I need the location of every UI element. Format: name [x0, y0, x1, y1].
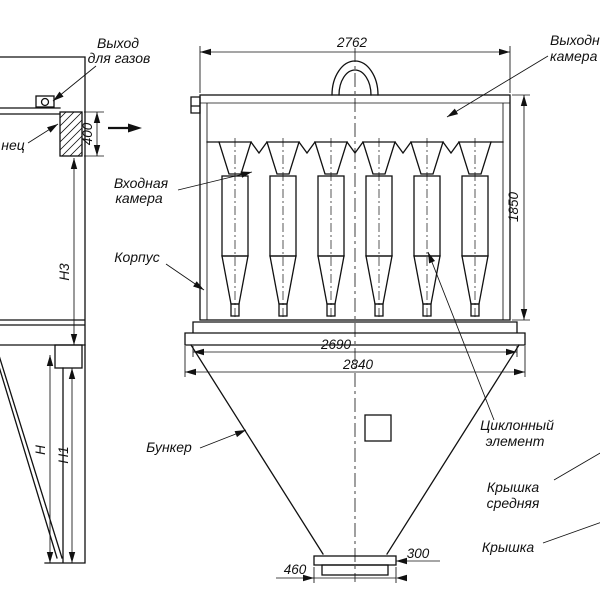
gas-outlet-flange	[59, 111, 83, 157]
hopper-access-hatch	[364, 414, 392, 442]
label-gas-outlet-line1: Выход	[97, 35, 139, 51]
dim-width-inner: 2690	[320, 337, 352, 352]
dimensions: 2762 1850 400 2690 2840 460 300	[33, 35, 530, 583]
dim-outlet-width: 460	[284, 562, 307, 577]
lifting-ring	[331, 60, 379, 96]
label-outlet-chamber-line2: камера	[550, 48, 598, 64]
dim-h1: Н1	[56, 446, 71, 463]
label-cyclone-element-line1: Циклонный	[480, 417, 554, 433]
label-inlet-chamber-line2: камера	[115, 190, 163, 206]
flange-hatching	[59, 111, 83, 157]
bunker-flange-strips	[184, 321, 526, 346]
bolt-circle	[40, 97, 50, 107]
dim-flange-height: 400	[80, 122, 95, 145]
label-hopper: Бункер	[146, 439, 192, 455]
gas-flow-arrow-icon	[128, 123, 142, 133]
label-cyclone-element-line2: элемент	[486, 433, 545, 449]
hopper-walls	[190, 344, 520, 555]
side-view	[0, 56, 142, 564]
front-view	[184, 48, 526, 582]
label-cover-middle-line1: Крышка	[487, 479, 540, 495]
dim-height-right: 1850	[506, 191, 521, 222]
label-outlet-chamber-line1: Выходная	[550, 32, 600, 48]
label-flange-cut: нец	[1, 137, 25, 153]
label-cover: Крышка	[482, 539, 535, 555]
support-bracket	[54, 344, 83, 369]
dim-outlet-opening: 300	[407, 546, 430, 561]
label-body: Корпус	[114, 249, 160, 265]
dim-width-outer: 2840	[342, 357, 374, 372]
outlet-neck	[321, 564, 389, 576]
label-inlet-chamber-line1: Входная	[114, 175, 169, 191]
latch-detail	[35, 95, 55, 108]
housing-corner-tab	[190, 96, 201, 114]
housing-inner-lines	[200, 102, 510, 320]
tube-plate-zigzag	[206, 141, 504, 155]
label-gas-outlet-line2: для газов	[88, 50, 151, 66]
dim-width-top: 2762	[336, 35, 368, 50]
dim-h: Н	[33, 445, 48, 455]
dim-h3: Н3	[57, 263, 72, 281]
side-hopper-lines	[0, 344, 86, 564]
callout-labels: Выход для газов нец Входная камера Корпу…	[1, 32, 600, 555]
housing-outline	[199, 94, 511, 321]
label-cover-middle-line2: средняя	[487, 495, 540, 511]
